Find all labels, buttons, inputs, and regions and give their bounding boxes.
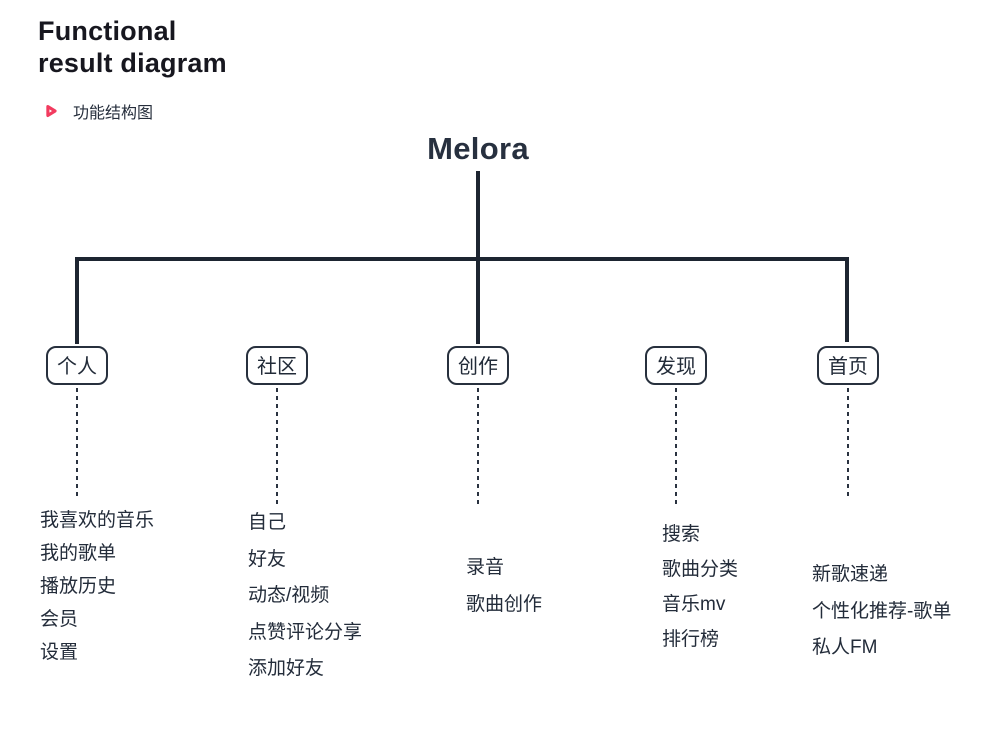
leaf-item: 私人FM: [812, 637, 878, 658]
leaf-item: 会员: [40, 609, 79, 630]
connector-drop-right: [845, 257, 849, 342]
leaf-list-personal: 我喜欢的音乐 我的歌单 播放历史 会员 设置: [40, 504, 154, 669]
leaf-item: 我喜欢的音乐: [40, 510, 155, 531]
leaf-item: 歌曲创作: [466, 594, 543, 615]
subtitle-row: 功能结构图: [40, 99, 153, 123]
leaf-item: 动态/视频: [248, 585, 330, 606]
leaf-item: 设置: [40, 642, 79, 663]
leaf-item: 排行榜: [662, 629, 720, 650]
leaf-item: 搜索: [662, 524, 701, 545]
page-title-line2: result diagram: [38, 47, 227, 78]
connector-drop-left: [75, 257, 79, 344]
branch-node-community: 社区: [246, 346, 308, 385]
page-title: Functional result diagram: [38, 16, 227, 80]
leaf-item: 个性化推荐-歌单: [812, 600, 952, 622]
leaf-list-creation: 录音 歌曲创作: [466, 549, 542, 623]
subtitle-label: 功能结构图: [73, 105, 154, 122]
leaf-list-community: 自己 好友 动态/视频 点赞评论分享 添加好友: [248, 505, 362, 688]
leaf-item: 播放历史: [40, 576, 117, 597]
leaf-item: 添加好友: [248, 658, 325, 679]
branch-node-creation: 创作: [447, 346, 509, 385]
branch-node-home: 首页: [817, 346, 879, 385]
leaf-item: 点赞评论分享: [248, 621, 363, 643]
dotted-connector-personal: [76, 388, 78, 500]
branch-node-discover: 发现: [645, 346, 707, 385]
leaf-list-home: 新歌速递 个性化推荐-歌单 私人FM: [812, 557, 951, 667]
leaf-item: 自己: [248, 512, 287, 533]
dotted-connector-community: [276, 388, 278, 506]
connector-horizontal-bar: [75, 257, 849, 261]
play-icon: [46, 104, 57, 118]
root-node: Melora: [427, 131, 529, 166]
leaf-item: 好友: [248, 548, 287, 570]
dotted-connector-home: [847, 388, 849, 498]
leaf-item: 我的歌单: [40, 543, 117, 564]
leaf-item: 新歌速递: [812, 564, 889, 585]
dotted-connector-discover: [675, 388, 677, 505]
dotted-connector-creation: [477, 388, 479, 505]
leaf-list-discover: 搜索 歌曲分类 音乐mv 排行榜: [662, 517, 738, 657]
leaf-item: 音乐mv: [662, 594, 726, 615]
page-title-line1: Functional: [38, 16, 177, 46]
leaf-item: 录音: [466, 557, 505, 578]
branch-node-personal: 个人: [46, 346, 108, 385]
leaf-item: 歌曲分类: [662, 559, 739, 580]
